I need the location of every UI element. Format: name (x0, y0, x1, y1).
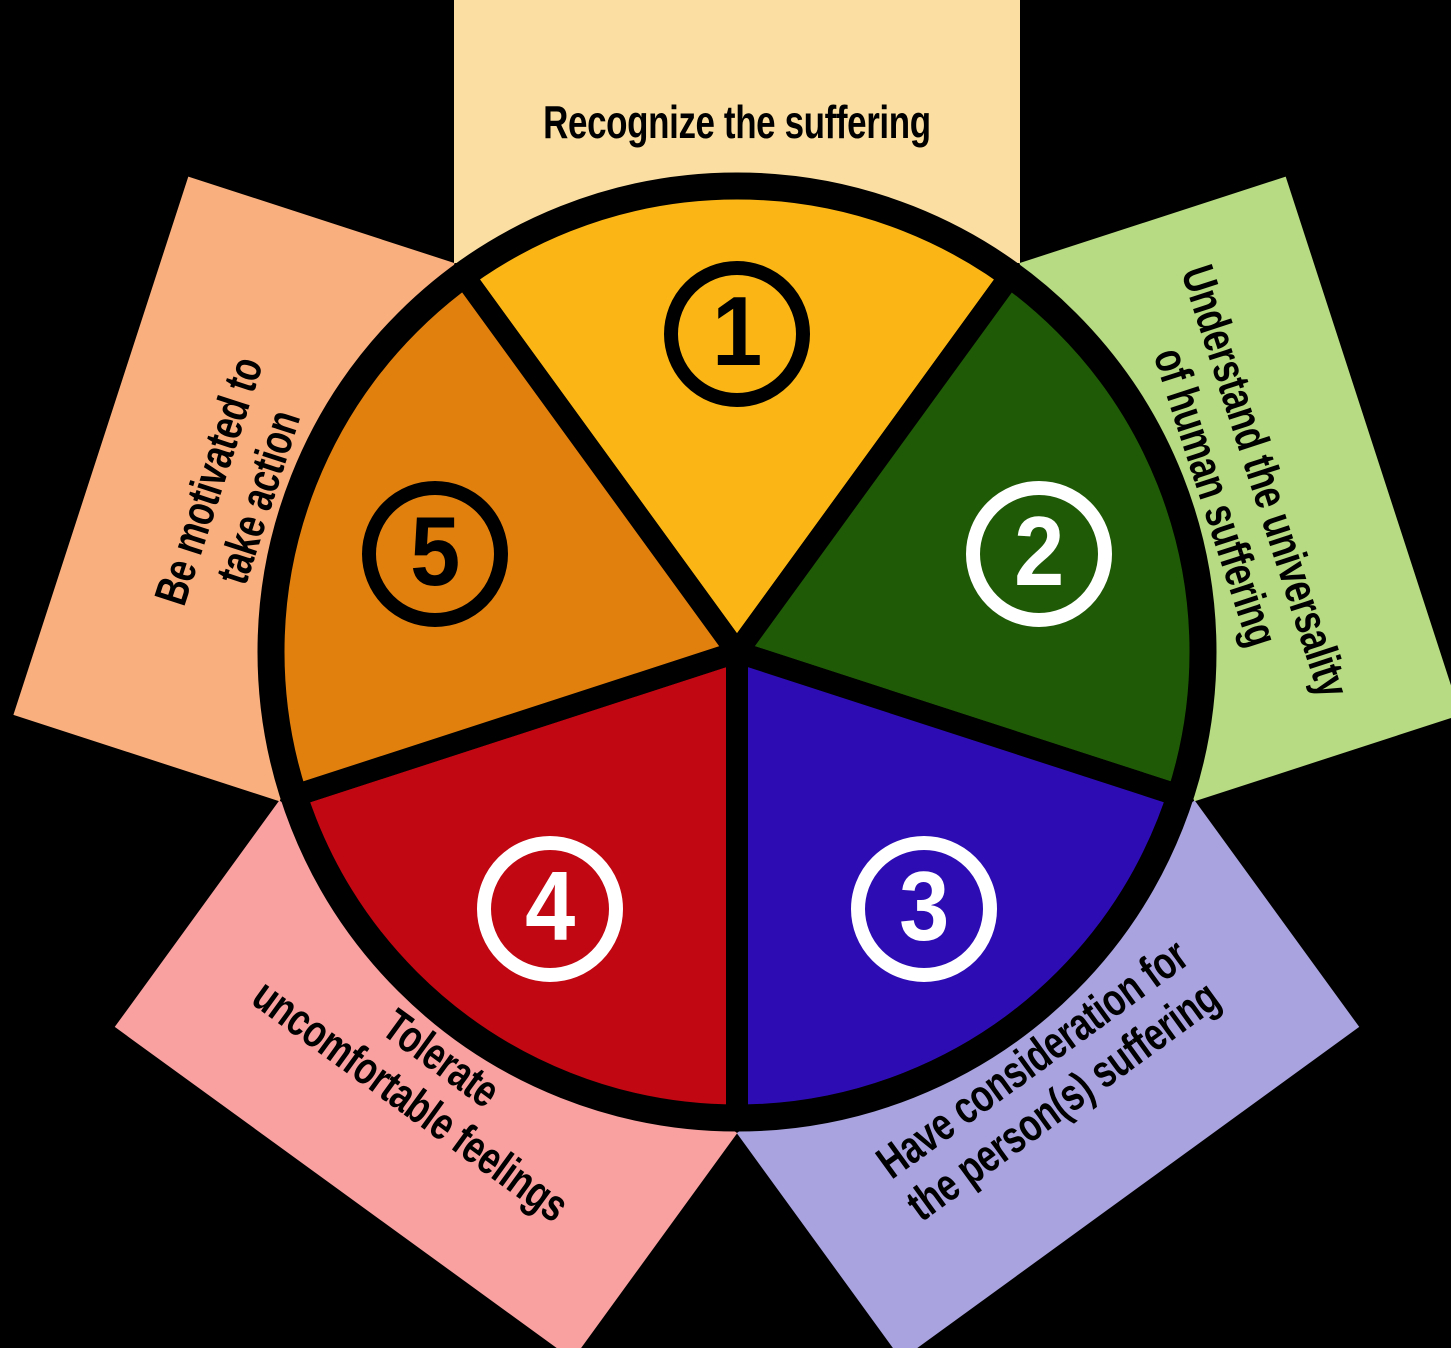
step-number: 5 (409, 496, 461, 606)
step-badge-5: 5 (362, 481, 508, 627)
petal-1-label: Recognize the suffering (543, 96, 931, 149)
step-badge-3: 3 (851, 836, 997, 982)
step-number: 4 (524, 851, 576, 961)
step-number: 2 (1013, 496, 1065, 606)
step-badge-1: 1 (664, 261, 810, 407)
step-badge-2: 2 (966, 481, 1112, 627)
step-number: 1 (711, 276, 763, 386)
step-badge-4: 4 (477, 836, 623, 982)
wheel-outer-ring (257, 172, 1217, 1132)
step-number: 3 (898, 851, 950, 961)
petal-label-line: Recognize the suffering (543, 96, 931, 149)
